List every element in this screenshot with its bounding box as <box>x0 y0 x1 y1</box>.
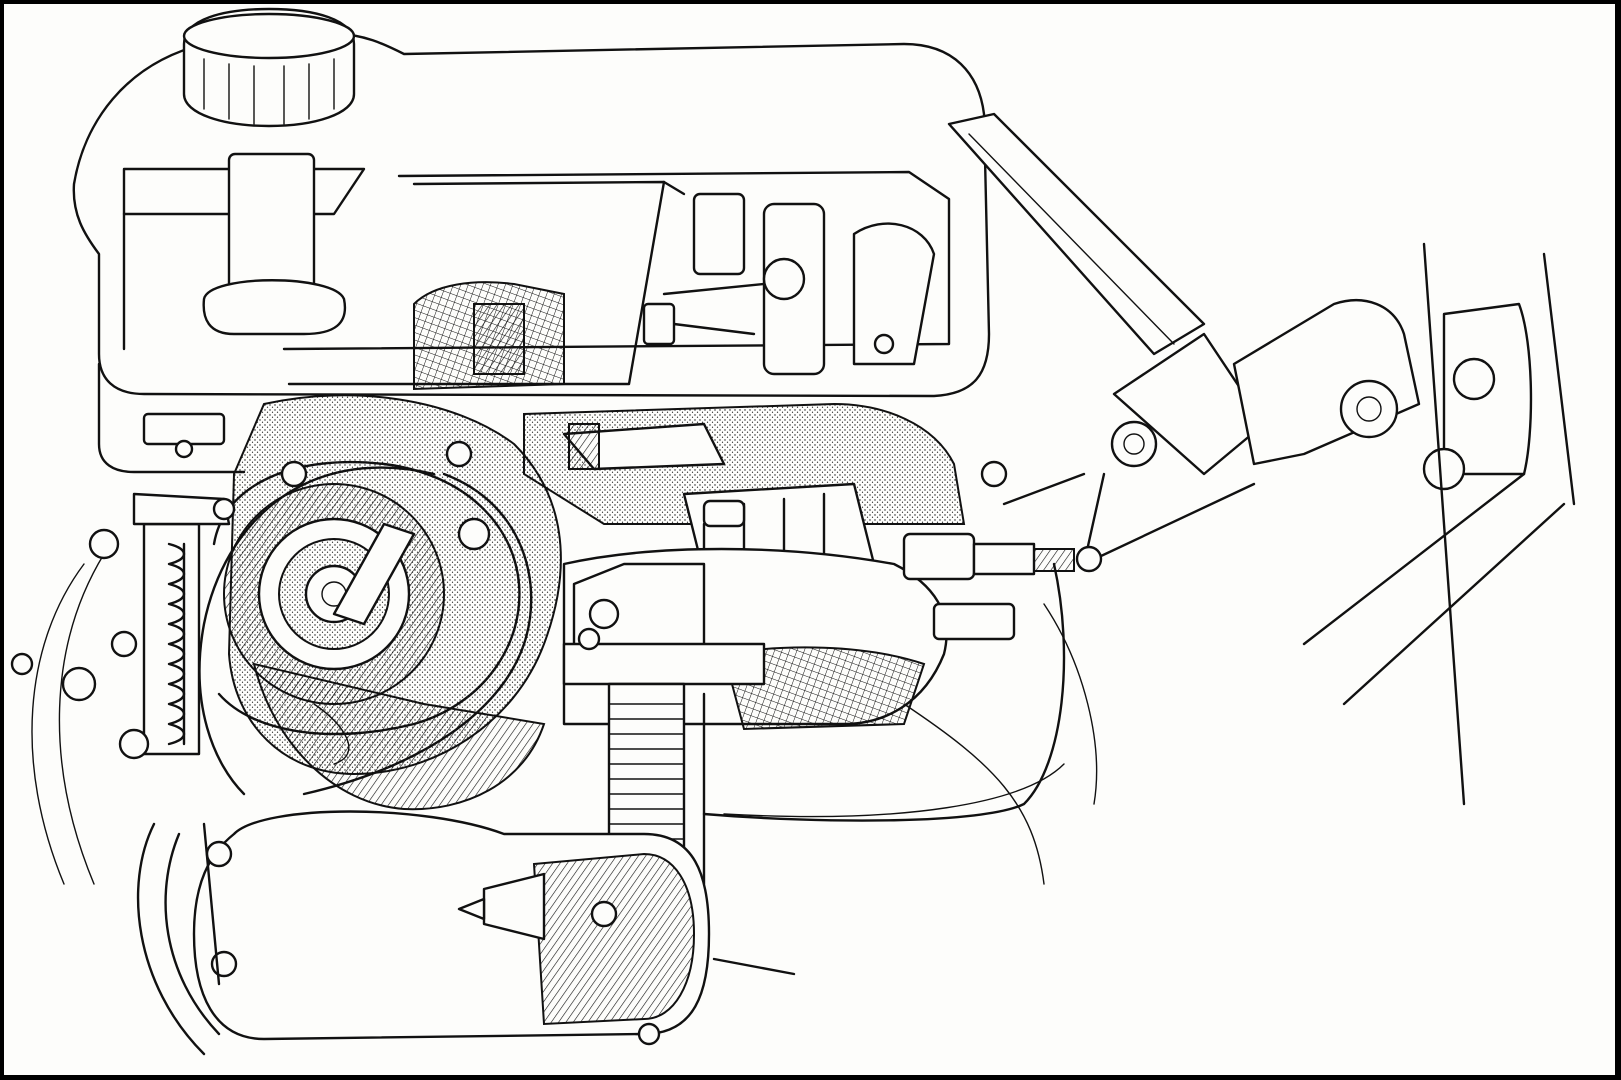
filler-cap <box>182 7 356 336</box>
dynamo <box>136 810 796 1056</box>
illustration-canvas <box>4 4 1615 1075</box>
spring-assembly <box>10 492 231 760</box>
bolts <box>174 333 895 651</box>
engine-cutaway-drawing <box>10 7 1576 1056</box>
ignition-wires <box>198 466 1086 822</box>
carburettor <box>413 192 936 391</box>
frame-tube <box>947 112 1576 806</box>
background-arcs <box>31 553 1098 885</box>
filler-neck <box>227 152 316 291</box>
spark-plug-fitting <box>902 460 1103 641</box>
tank-mount-slot <box>142 412 226 446</box>
